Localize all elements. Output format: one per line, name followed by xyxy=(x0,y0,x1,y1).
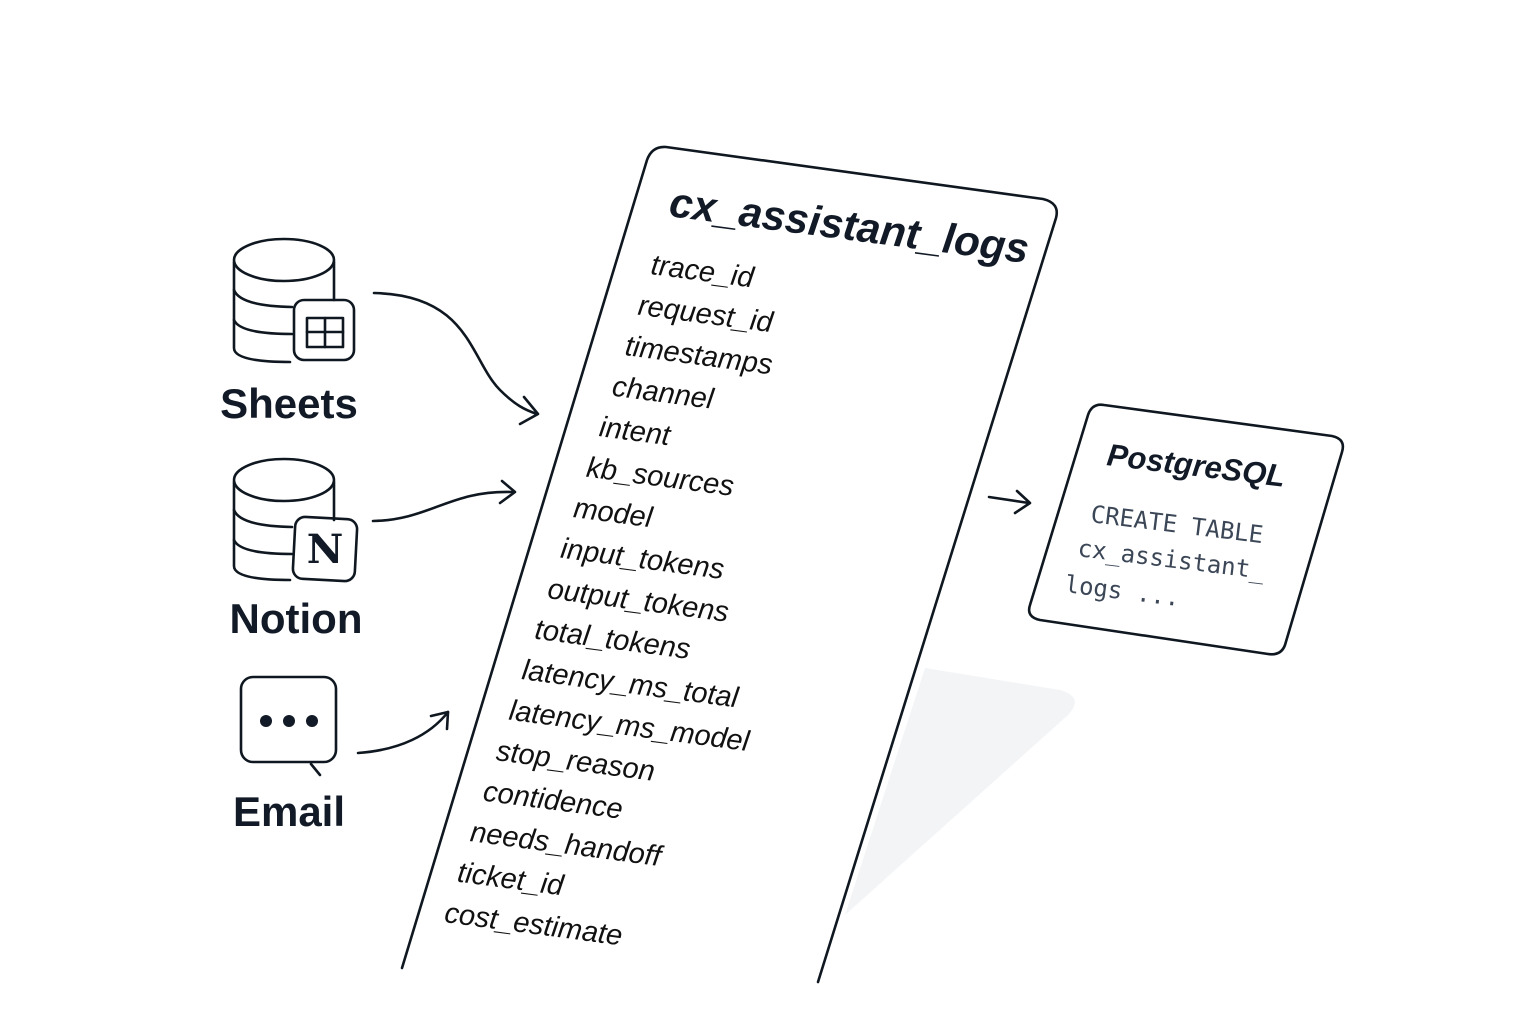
field-list: trace_idrequest_idtimestampschannelinten… xyxy=(443,249,776,952)
card-shadow xyxy=(845,668,1075,915)
source-notion: N Notion xyxy=(230,457,363,642)
arrow-email-to-table xyxy=(356,710,450,755)
table-field: ticket_id xyxy=(456,857,567,903)
table-field: cost_estimate xyxy=(443,897,625,952)
arrow-sheets-to-table xyxy=(372,291,540,426)
table-field: channel xyxy=(610,371,716,416)
database-sheets-icon xyxy=(232,237,356,364)
dot-icon xyxy=(283,715,295,727)
arrow-table-to-postgres xyxy=(987,489,1032,515)
table-field: kb_sources xyxy=(585,452,736,503)
arrow-notion-to-table xyxy=(371,479,517,523)
postgres-title: PostgreSQL xyxy=(1105,437,1287,494)
table-card: cx_assistant_logs trace_idrequest_idtime… xyxy=(400,145,1058,984)
table-field: trace_id xyxy=(649,249,756,294)
postgres-card: PostgreSQL CREATE TABLE cx_assistant_ lo… xyxy=(1027,403,1345,656)
table-field: timestamps xyxy=(623,330,774,381)
source-email: Email xyxy=(233,675,345,835)
source-label-email: Email xyxy=(233,788,345,835)
chat-bubble-icon xyxy=(239,675,338,777)
postgres-code-line: logs ... xyxy=(1063,570,1181,612)
table-field: request_id xyxy=(636,290,775,340)
table-field: intent xyxy=(597,411,673,452)
dot-icon xyxy=(306,715,318,727)
table-field: model xyxy=(572,492,656,534)
source-label-sheets: Sheets xyxy=(220,380,358,427)
source-sheets: Sheets xyxy=(220,237,358,427)
notion-logo-icon: N xyxy=(307,526,344,573)
dot-icon xyxy=(260,715,272,727)
database-notion-icon: N xyxy=(232,457,359,583)
source-label-notion: Notion xyxy=(230,595,363,642)
table-field: contidence xyxy=(481,776,624,826)
